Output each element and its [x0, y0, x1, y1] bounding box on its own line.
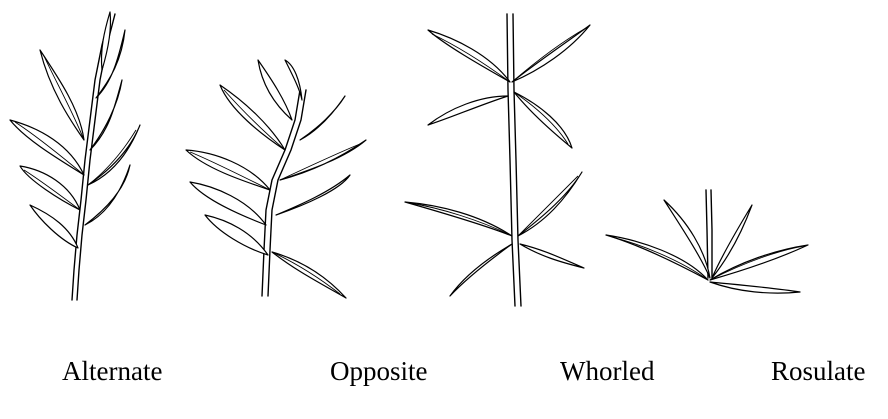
caption-whorled: Whorled	[560, 358, 654, 385]
caption-rosulate: Rosulate	[771, 358, 866, 385]
caption-alternate: Alternate	[62, 358, 162, 385]
rosulate-plant	[606, 190, 808, 293]
caption-opposite: Opposite	[330, 358, 428, 385]
